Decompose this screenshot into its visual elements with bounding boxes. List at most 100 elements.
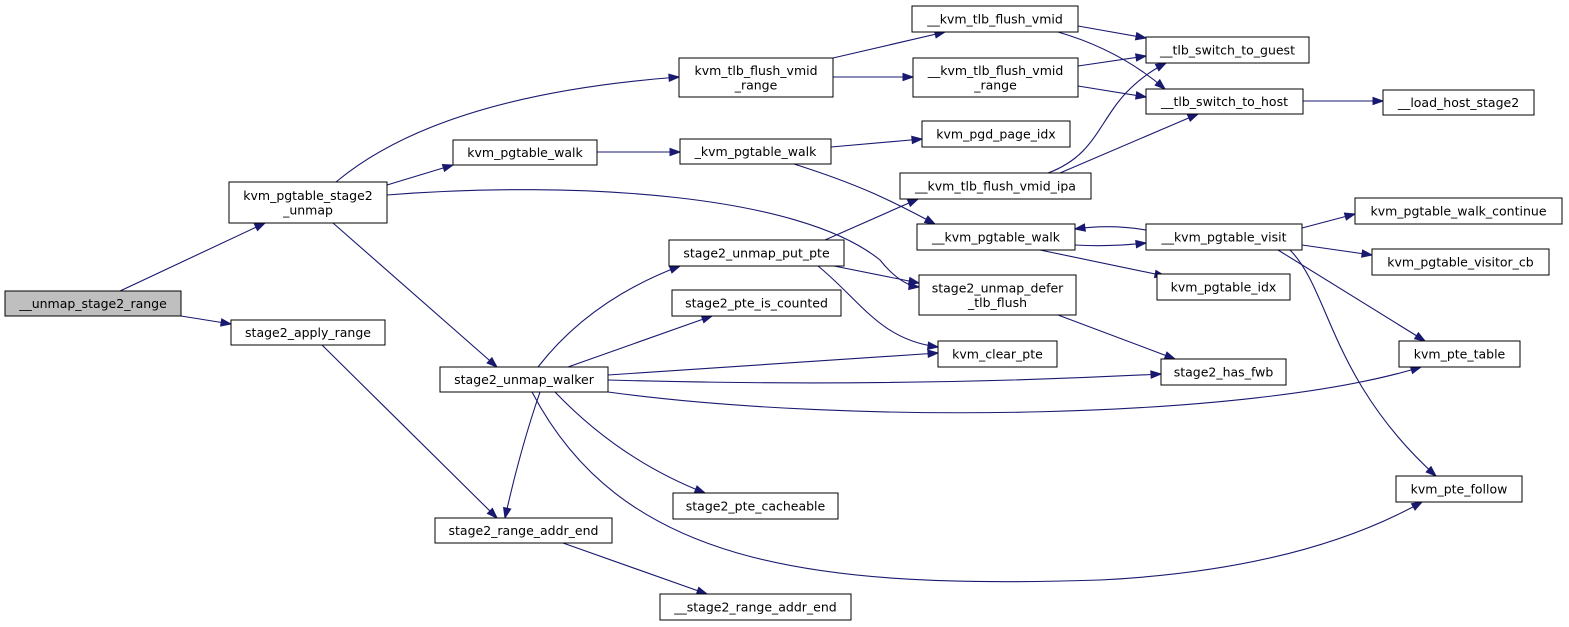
arrowhead xyxy=(927,349,940,359)
node-u-stage2-range-addr-end[interactable]: __stage2_range_addr_end xyxy=(659,593,852,621)
arrowhead xyxy=(1410,501,1424,511)
edge-u-kvm-tlb-flush-vmid-to-tlb-switch-to-host xyxy=(1057,31,1167,90)
edge-line xyxy=(793,163,936,225)
node-stage2-apply-range[interactable]: stage2_apply_range xyxy=(230,319,386,346)
node-u-kvm-tlb-flush-vmid-ipa[interactable]: __kvm_tlb_flush_vmid_ipa xyxy=(899,172,1092,200)
edge-u-kvm-tlb-flush-vmid-ipa-to-tlb-switch-to-host xyxy=(1059,113,1200,174)
node-box xyxy=(1398,340,1521,368)
arrowhead xyxy=(1372,96,1385,106)
node-kvm-tlb-flush-vmid-range[interactable]: kvm_tlb_flush_vmid_range xyxy=(678,57,834,98)
node-stage2-pte-is-counted[interactable]: stage2_pte_is_counted xyxy=(671,289,842,317)
node-box xyxy=(1382,89,1535,116)
edge-stage2-unmap-put-pte-to-kvm-clear-pte xyxy=(817,265,940,351)
edge-line xyxy=(1047,62,1167,174)
arrowhead xyxy=(503,506,512,520)
node-kvm-pte-follow[interactable]: kvm_pte_follow xyxy=(1395,475,1523,503)
node-box xyxy=(230,319,386,346)
node-kvm-pgtable-walk-continue[interactable]: kvm_pgtable_walk_continue xyxy=(1354,197,1563,225)
node-stage2-pte-cacheable[interactable]: stage2_pte_cacheable xyxy=(672,492,839,520)
node-box xyxy=(1160,358,1287,386)
node-stage2-range-addr-end[interactable]: stage2_range_addr_end xyxy=(434,517,613,544)
arrowhead xyxy=(668,73,681,83)
node-u-kvm-pgtable-visit[interactable]: __kvm_pgtable_visit xyxy=(1145,223,1303,251)
call-edges xyxy=(119,25,1438,595)
arrowhead xyxy=(1073,223,1086,232)
edge-unmap-stage2-range-to-stage2-apply-range xyxy=(180,315,233,327)
node-box xyxy=(937,340,1058,368)
node-label: kvm_tlb_flush_vmid xyxy=(694,63,817,78)
node-box xyxy=(1156,273,1291,301)
node-kvm-clear-pte[interactable]: kvm_clear_pte xyxy=(937,340,1058,368)
node-box xyxy=(679,138,832,165)
node-box xyxy=(4,290,182,317)
edge-stage2-unmap-walker-to-stage2-pte-is-counted xyxy=(567,315,714,368)
node-box xyxy=(899,172,1092,200)
node-box xyxy=(1395,475,1523,503)
arrowhead xyxy=(906,198,920,208)
node-label: __tlb_switch_to_guest xyxy=(1159,43,1295,58)
edge-u-kvm-pgtable-visit-to-uu-kvm-pgtable-walk xyxy=(1073,223,1147,232)
node-box xyxy=(921,120,1071,148)
node-label: kvm_pte_table xyxy=(1414,347,1506,362)
node-label: _tlb_flush xyxy=(967,295,1027,310)
edge-line xyxy=(562,542,708,595)
edge-line xyxy=(817,265,939,348)
edge-line xyxy=(1039,249,1166,277)
edge-line xyxy=(830,138,923,148)
edge-line xyxy=(1057,31,1166,90)
arrowhead xyxy=(1134,91,1148,100)
arrowhead xyxy=(911,135,924,145)
node-label: kvm_pgtable_walk xyxy=(467,145,583,160)
node-label: stage2_pte_is_counted xyxy=(685,296,828,311)
node-box xyxy=(1145,88,1304,115)
edge-line xyxy=(1301,244,1373,256)
edge-line xyxy=(1057,314,1176,360)
node-label: stage2_pte_cacheable xyxy=(686,499,826,514)
node-box xyxy=(671,289,842,317)
node-label: stage2_range_addr_end xyxy=(449,523,599,538)
node-stage2-unmap-put-pte[interactable]: stage2_unmap_put_pte xyxy=(668,239,845,267)
node-stage2-has-fwb[interactable]: stage2_has_fwb xyxy=(1160,358,1287,386)
edge-line xyxy=(1077,55,1147,67)
node-label: stage2_unmap_put_pte xyxy=(683,246,830,261)
edge-line xyxy=(531,391,1423,583)
node-uu-kvm-pgtable-walk[interactable]: __kvm_pgtable_walk xyxy=(916,223,1076,251)
node-stage2-unmap-defer-tlb-flush[interactable]: stage2_unmap_defer_tlb_flush xyxy=(918,274,1077,316)
edge-stage2-unmap-walker-to-stage2-pte-cacheable xyxy=(554,391,707,494)
arrowhead xyxy=(927,341,940,351)
edge-u-kvm-tlb-flush-vmid-range-to-tlb-switch-to-host xyxy=(1077,85,1148,100)
node-kvm-pgtable-walk[interactable]: kvm_pgtable_walk xyxy=(452,139,598,166)
edge-stage2-unmap-put-pte-to-stage2-unmap-defer-tlb-flush xyxy=(833,265,921,286)
arrowhead xyxy=(1154,78,1167,90)
node-stage2-unmap-walker[interactable]: stage2_unmap_walker xyxy=(439,366,609,393)
arrowhead xyxy=(219,318,233,327)
node-label: __kvm_tlb_flush_vmid xyxy=(926,12,1063,27)
arrowhead xyxy=(1361,249,1374,258)
node-u-kvm-pgtable-walk[interactable]: _kvm_pgtable_walk xyxy=(679,138,832,165)
node-load-host-stage2[interactable]: __load_host_stage2 xyxy=(1382,89,1535,116)
edge-line xyxy=(832,31,946,59)
node-kvm-pgtable-stage2-unmap[interactable]: kvm_pgtable_stage2_unmap xyxy=(228,181,388,224)
node-u-kvm-tlb-flush-vmid-range[interactable]: __kvm_tlb_flush_vmid_range xyxy=(912,57,1079,98)
node-label: stage2_unmap_defer xyxy=(932,280,1064,295)
edge-line xyxy=(119,222,266,292)
edge-stage2-unmap-walker-to-kvm-pte-table xyxy=(607,365,1423,414)
edge-u-kvm-tlb-flush-vmid-range-to-tlb-switch-to-guest xyxy=(1077,53,1148,67)
arrowhead xyxy=(1425,465,1438,477)
node-tlb-switch-to-host[interactable]: __tlb_switch_to_host xyxy=(1145,88,1304,115)
node-kvm-pgtable-idx[interactable]: kvm_pgtable_idx xyxy=(1156,273,1291,301)
node-unmap-stage2-range[interactable]: __unmap_stage2_range xyxy=(4,290,182,317)
node-kvm-pgd-page-idx[interactable]: kvm_pgd_page_idx xyxy=(921,120,1071,148)
edge-line xyxy=(607,366,1422,414)
node-box xyxy=(439,366,609,393)
node-kvm-pgtable-visitor-cb[interactable]: kvm_pgtable_visitor_cb xyxy=(1371,248,1550,276)
node-u-kvm-tlb-flush-vmid[interactable]: __kvm_tlb_flush_vmid xyxy=(911,5,1079,33)
arrowhead xyxy=(253,222,267,232)
edge-kvm-tlb-flush-vmid-range-to-u-kvm-tlb-flush-vmid-range xyxy=(833,72,915,82)
node-kvm-pte-table[interactable]: kvm_pte_table xyxy=(1398,340,1521,368)
arrowhead xyxy=(1163,351,1177,360)
edge-stage2-apply-range-to-stage2-range-addr-end xyxy=(321,344,499,520)
node-tlb-switch-to-guest[interactable]: __tlb_switch_to_guest xyxy=(1145,36,1310,64)
node-label: __kvm_pgtable_visit xyxy=(1160,230,1286,245)
edge-line xyxy=(607,373,1162,384)
